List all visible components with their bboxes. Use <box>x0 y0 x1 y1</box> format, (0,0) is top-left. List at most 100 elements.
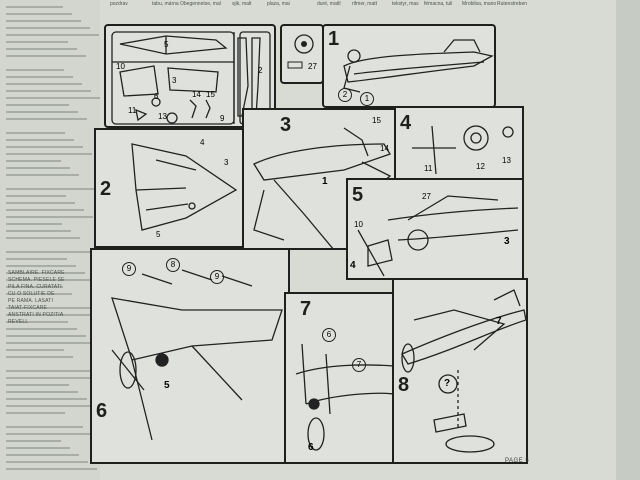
text-line <box>6 314 99 316</box>
sprue-number: 27 <box>308 62 317 71</box>
text-line <box>6 104 69 106</box>
callout-number: 1 <box>360 92 374 106</box>
step-1-panel: 1 2 1 <box>322 24 496 108</box>
text-line <box>6 286 63 288</box>
text-line <box>6 258 67 260</box>
callout-number: 3 <box>224 158 229 167</box>
text-line <box>6 272 85 274</box>
fuselage-tail-drawing <box>253 127 392 248</box>
header-text: plaza, mai <box>267 1 290 7</box>
callout-number: 9 <box>210 270 224 284</box>
header-text: tabu, márna <box>152 1 179 7</box>
header-text: Mrobilsa, mano <box>462 1 497 7</box>
question-mark: ? <box>444 378 451 389</box>
step-7-panel: 7 6 7 6 <box>284 292 394 464</box>
step-number: 7 <box>300 298 312 320</box>
callout-number: 6 <box>322 328 336 342</box>
text-line <box>6 160 61 162</box>
callout-number: 14 <box>380 144 389 153</box>
text-line <box>6 426 83 428</box>
left-caption: SAMBLAIRE. FIXCARE <box>8 270 65 276</box>
text-line <box>6 230 71 232</box>
callout-number: 15 <box>372 116 381 125</box>
left-caption: TAIAT-FIXCARE <box>8 305 48 311</box>
sprue-number: 13 <box>158 112 167 121</box>
landing-gear-drawing <box>295 343 392 451</box>
step-4-panel: 4 11 12 13 <box>394 106 524 180</box>
page-label: PAGE 5 <box>505 458 530 464</box>
sprue-number: 6 <box>154 92 159 101</box>
left-caption: ANSTRATI IN POZITIA <box>8 312 64 318</box>
sprue-number: 9 <box>220 114 225 123</box>
callout-number: 7 <box>496 316 502 327</box>
sprue-number: 10 <box>116 62 125 71</box>
text-line <box>6 391 78 393</box>
text-line <box>6 167 70 169</box>
step-2-panel: 2 4 3 5 <box>94 128 244 248</box>
wing-assembly-drawing <box>131 143 238 231</box>
text-line <box>6 370 91 372</box>
sprue-number: 14 <box>192 90 201 99</box>
text-line <box>6 412 65 414</box>
sprue-number: 3 <box>172 76 177 85</box>
wing-fuselage-join-drawing <box>357 195 519 277</box>
sprue-number: 11 <box>128 106 137 115</box>
text-line <box>6 461 88 463</box>
callout-number: 27 <box>422 192 431 201</box>
text-line <box>6 468 97 470</box>
text-line <box>6 55 86 57</box>
final-aircraft-drawing <box>401 289 526 453</box>
text-line <box>6 307 90 309</box>
callout-number: 12 <box>476 162 485 171</box>
text-line <box>6 202 75 204</box>
left-caption: REVELL <box>8 319 29 325</box>
left-caption: PE RAMA. LASATI <box>8 298 54 304</box>
text-line <box>6 440 61 442</box>
left-caption: PILA FINA. CURATATI <box>8 284 62 290</box>
step-number: 6 <box>96 400 108 422</box>
callout-number: 6 <box>308 442 314 453</box>
text-line <box>6 265 76 267</box>
text-line <box>6 174 79 176</box>
callout-number: 4 <box>350 260 356 271</box>
text-line <box>6 405 96 407</box>
text-line <box>6 237 80 239</box>
step-number: 3 <box>280 114 292 136</box>
step-number: 8 <box>398 374 410 396</box>
text-line <box>6 97 100 99</box>
text-line <box>6 377 100 379</box>
fuselage-halves-drawing <box>343 39 494 93</box>
header-text: tekstyr, mas <box>392 1 419 7</box>
callout-number: 4 <box>200 138 205 147</box>
header-text: rifmer, matt <box>352 1 378 7</box>
text-line <box>6 83 82 85</box>
text-line <box>6 188 97 190</box>
callout-number: 13 <box>502 156 511 165</box>
text-line <box>6 13 72 15</box>
step-number: 2 <box>100 178 112 200</box>
step-number: 5 <box>352 184 364 206</box>
text-line <box>6 328 77 330</box>
callout-number: 9 <box>122 262 136 276</box>
header-text: duré, mattl <box>317 1 341 7</box>
text-line <box>6 6 63 8</box>
text-line <box>6 90 91 92</box>
header-text: sjik, malt <box>232 1 252 7</box>
text-line <box>6 146 83 148</box>
canopy-assembly-drawing <box>111 269 283 441</box>
text-line <box>6 48 77 50</box>
callout-number: 5 <box>164 380 170 391</box>
text-line <box>6 349 64 351</box>
text-line <box>6 433 92 435</box>
text-line <box>6 27 90 29</box>
step-8-panel: 8 ? 7 <box>392 278 528 464</box>
text-line <box>6 223 62 225</box>
header-text: pozdrav <box>110 1 128 7</box>
text-line <box>6 342 95 344</box>
top-header-strip: pozdrav tabu, márna Obegennetse, mal sji… <box>102 0 528 20</box>
wheels-panel: 27 <box>280 24 324 84</box>
text-line <box>6 335 86 337</box>
sprue-drawing <box>111 31 271 125</box>
